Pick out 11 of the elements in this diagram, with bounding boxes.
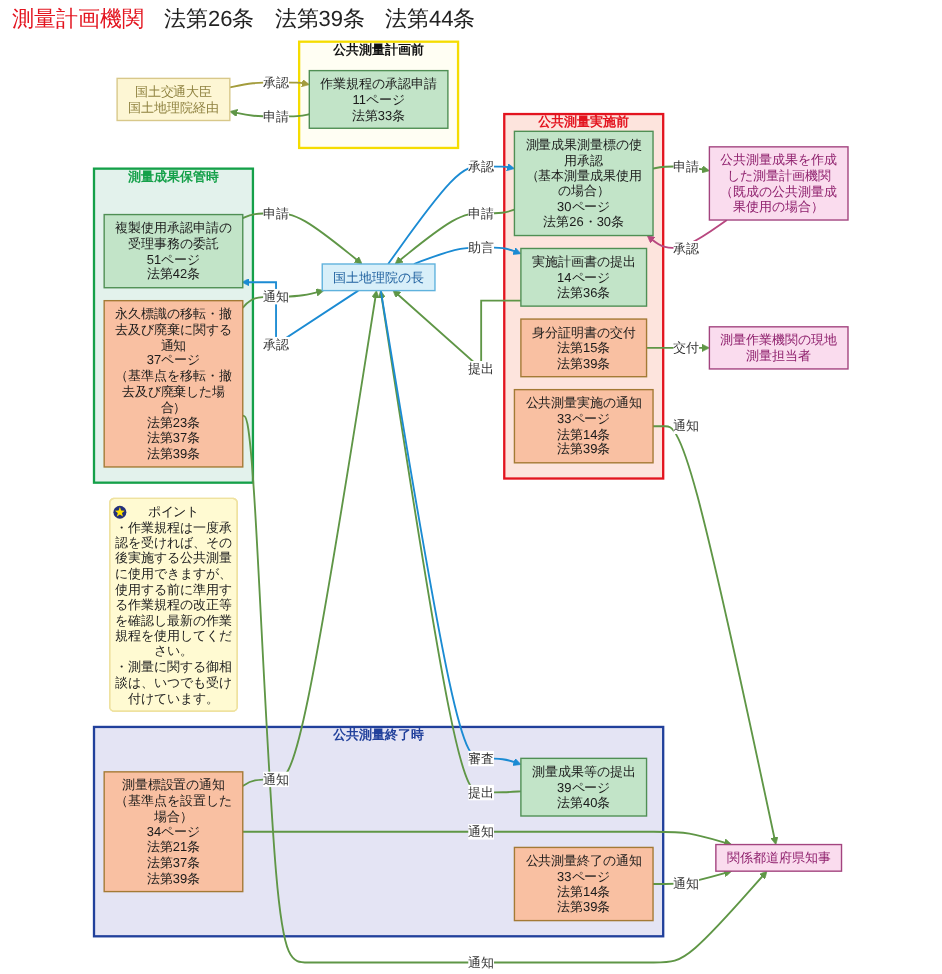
arrow (652, 425, 779, 845)
annotation-text: 測量計画機関 (12, 5, 144, 34)
arrow (241, 290, 380, 787)
annotation-text: 法第39条 (274, 6, 365, 34)
arrow (241, 288, 325, 309)
annotation-text: 法第26条 (164, 6, 255, 34)
arrow (394, 208, 516, 265)
arrow (241, 830, 733, 847)
arrow (241, 414, 768, 964)
arrow (387, 163, 515, 265)
annotation-text: 法第44条 (385, 6, 476, 34)
